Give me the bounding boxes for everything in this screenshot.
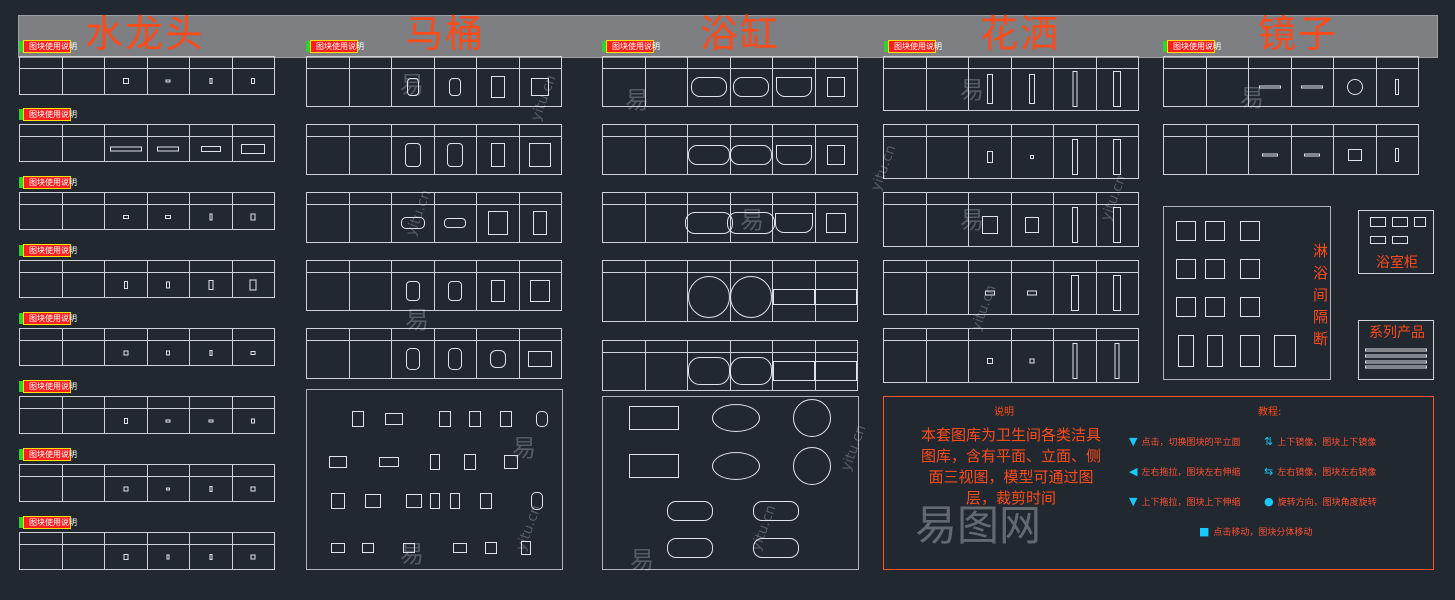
- block-usage-tag[interactable]: 图块使用说明: [19, 244, 77, 257]
- tutorial-icon: ●: [1264, 495, 1274, 508]
- series-product-label: 系列产品: [1369, 325, 1425, 341]
- tutorial-text: 左右镜像，图块左右镜像: [1277, 468, 1377, 478]
- toilet-block-2[interactable]: [306, 124, 562, 175]
- tutorial-title: 教程:: [1258, 407, 1282, 418]
- tutorial-text: 旋转方向，图块角度旋转: [1277, 498, 1377, 508]
- tutorial-item: ▼上下拖拉，图块上下伸缩: [1129, 495, 1240, 508]
- tutorial-item: ⇆左右镜像，图块左右镜像: [1264, 465, 1376, 478]
- block-usage-tag[interactable]: 图块使用说明: [19, 380, 77, 393]
- title-bathtub: 浴缸: [700, 12, 781, 56]
- tutorial-item: ●旋转方向，图块角度旋转: [1264, 495, 1377, 508]
- bathtub-block-1[interactable]: [602, 56, 858, 107]
- tutorial-text: 点击，切换图块的平立面: [1141, 438, 1241, 448]
- shower-block-4[interactable]: [883, 260, 1139, 315]
- tutorial-item: ⇅上下镜像，图块上下镜像: [1264, 435, 1376, 448]
- tutorial-text: 上下拖拉，图块上下伸缩: [1141, 498, 1241, 508]
- toilet-block-5[interactable]: [306, 328, 562, 379]
- tutorial-icon: ▼: [1129, 495, 1138, 508]
- block-usage-tag[interactable]: 图块使用说明: [19, 312, 77, 325]
- tutorial-text: 点击移动，图块分体移动: [1213, 528, 1313, 538]
- title-toilet: 马桶: [405, 12, 486, 56]
- bath-cabinet-label: 浴室柜: [1376, 255, 1418, 271]
- explain-title: 说明: [994, 407, 1014, 418]
- series-product-block[interactable]: [1358, 320, 1434, 380]
- bathtub-block-4[interactable]: [602, 260, 858, 322]
- category-title-bar: [18, 15, 1438, 58]
- shower-partition-sheet[interactable]: [1163, 206, 1331, 380]
- faucet-block-8[interactable]: [19, 532, 275, 570]
- faucet-block-4[interactable]: [19, 260, 275, 298]
- shower-block-5[interactable]: [883, 328, 1139, 383]
- tutorial-icon: ⇆: [1264, 465, 1274, 478]
- bathtub-block-3[interactable]: [602, 192, 858, 243]
- notes-panel: 说明 本套图库为卫生间各类洁具图库，含有平面、立面、侧面三视图，模型可通过图层，…: [883, 396, 1434, 570]
- tutorial-icon: ◀: [1129, 465, 1138, 478]
- tutorial-item: ▼点击，切换图块的平立面: [1129, 435, 1240, 448]
- mirror-block-2[interactable]: [1163, 124, 1419, 175]
- bath-cabinet-block[interactable]: [1358, 210, 1434, 274]
- toilet-block-1[interactable]: [306, 56, 562, 107]
- toilet-block-4[interactable]: [306, 260, 562, 311]
- block-usage-tag[interactable]: 图块使用说明: [19, 176, 77, 189]
- toilet-detail-sheet[interactable]: [306, 389, 563, 570]
- block-usage-tag[interactable]: 图块使用说明: [884, 40, 942, 53]
- tutorial-icon: ▼: [1129, 435, 1138, 448]
- block-usage-tag[interactable]: 图块使用说明: [602, 40, 660, 53]
- block-usage-tag[interactable]: 图块使用说明: [306, 40, 364, 53]
- faucet-block-1[interactable]: [19, 56, 275, 95]
- title-mirror: 镜子: [1258, 12, 1339, 56]
- title-shower: 花洒: [980, 12, 1061, 56]
- faucet-block-5[interactable]: [19, 328, 275, 366]
- bathtub-block-2[interactable]: [602, 124, 858, 175]
- shower-block-3[interactable]: [883, 192, 1139, 247]
- toilet-block-3[interactable]: [306, 192, 562, 243]
- tutorial-text: 左右拖拉，图块左右伸缩: [1141, 468, 1241, 478]
- faucet-block-6[interactable]: [19, 396, 275, 434]
- mirror-block-1[interactable]: [1163, 56, 1419, 107]
- tutorial-item: ◀左右拖拉，图块左右伸缩: [1129, 465, 1240, 478]
- explain-body: 本套图库为卫生间各类洁具图库，含有平面、立面、侧面三视图，模型可通过图层，裁剪时…: [920, 426, 1101, 507]
- block-usage-tag[interactable]: 图块使用说明: [19, 40, 77, 53]
- shower-block-2[interactable]: [883, 124, 1139, 179]
- bathtub-detail-sheet[interactable]: [602, 396, 859, 570]
- block-usage-tag[interactable]: 图块使用说明: [19, 516, 77, 529]
- block-usage-tag[interactable]: 图块使用说明: [1163, 40, 1221, 53]
- tutorial-icon: ■: [1199, 525, 1210, 538]
- tutorial-item: ■点击移动，图块分体移动: [1199, 525, 1312, 538]
- faucet-block-3[interactable]: [19, 192, 275, 230]
- faucet-block-2[interactable]: [19, 124, 275, 162]
- shower-partition-label: 淋浴间隔断: [1313, 242, 1329, 348]
- block-usage-tag[interactable]: 图块使用说明: [19, 448, 77, 461]
- tutorial-text: 上下镜像，图块上下镜像: [1277, 438, 1377, 448]
- bathtub-block-5[interactable]: [602, 340, 858, 391]
- tutorial-icon: ⇅: [1264, 435, 1274, 448]
- title-faucet: 水龙头: [85, 12, 206, 56]
- faucet-block-7[interactable]: [19, 464, 275, 502]
- block-usage-tag[interactable]: 图块使用说明: [19, 108, 77, 121]
- shower-block-1[interactable]: [883, 56, 1139, 111]
